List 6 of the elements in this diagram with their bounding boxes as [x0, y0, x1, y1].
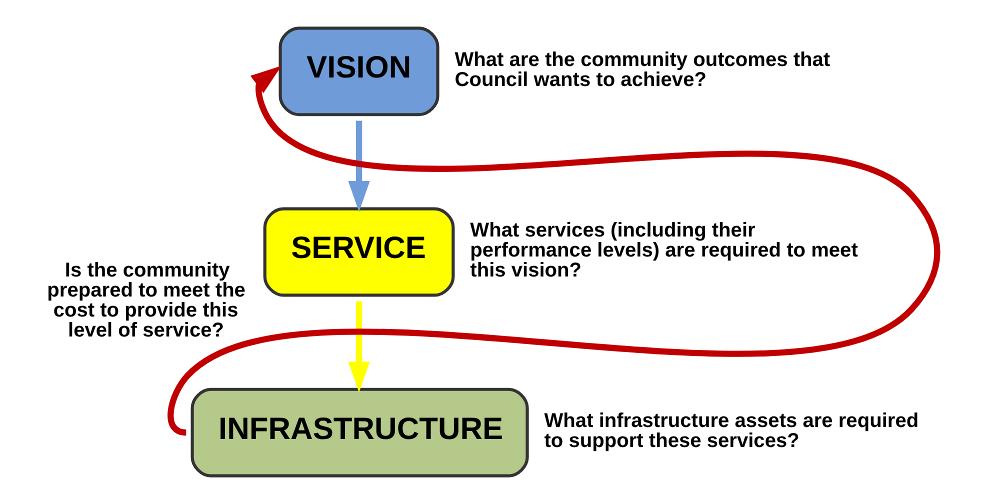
arrow — [348, 120, 370, 212]
node-label: What infrastructure assets are required to support these services? — [544, 410, 919, 452]
node-label: What are the community outcomes that Council wants to achieve? — [454, 48, 830, 91]
node-label: What services (including their performance levels) are required to meet this vision? — [470, 219, 858, 282]
arrow — [348, 301, 370, 393]
edge-label: Is the community prepared to meet the cost to provide this level of service? — [47, 259, 246, 342]
